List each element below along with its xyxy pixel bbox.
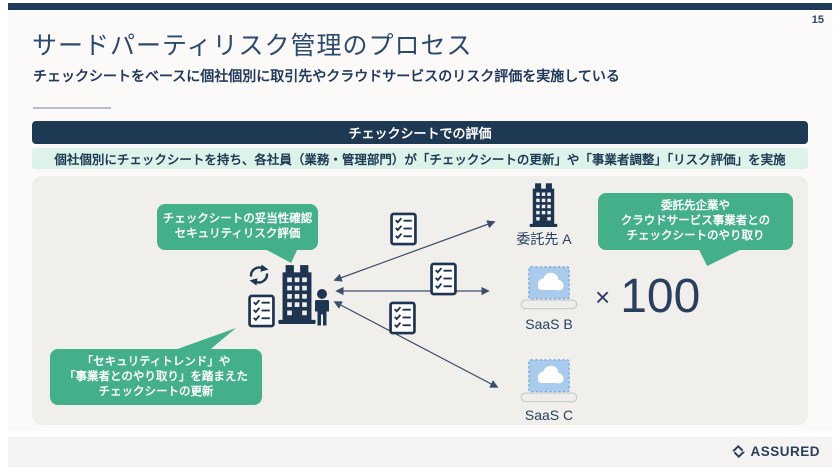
page-number: 15 bbox=[811, 14, 824, 26]
person-icon bbox=[315, 289, 329, 326]
callout-line: 委託先企業や bbox=[661, 200, 730, 212]
checksheet-icon bbox=[430, 262, 457, 296]
banner-description-label: 個社個別にチェックシートを持ち、各社員（業務・管理部門）が「チェックシートの更新… bbox=[54, 153, 786, 167]
refresh-icon bbox=[249, 264, 269, 286]
node-label-saas-c: SaaS C bbox=[524, 407, 574, 423]
callout-line: チェックシートの妥当性確認 bbox=[162, 213, 313, 225]
multiplier-value: 100 bbox=[620, 270, 701, 323]
node-label-partner-a: 委託先 A bbox=[516, 231, 572, 247]
brand-logo: ASSURED bbox=[731, 444, 820, 459]
checksheet-icon bbox=[390, 212, 417, 246]
saas-laptop-icon bbox=[520, 266, 578, 310]
title-underline bbox=[33, 107, 111, 109]
callout-line: チェックシートの更新 bbox=[98, 385, 214, 398]
page-title: サードパーティリスク管理のプロセス bbox=[32, 31, 473, 60]
footer-band bbox=[8, 437, 832, 467]
brand-name: ASSURED bbox=[750, 444, 820, 459]
checksheet-icon bbox=[248, 294, 275, 328]
checksheet-icon bbox=[389, 301, 416, 335]
callout-exchange-tail bbox=[698, 248, 744, 266]
callout-line: 「セキュリティトレンド」や bbox=[81, 355, 231, 368]
partner-building-icon bbox=[529, 183, 558, 227]
banner-evaluation-label: チェックシートでの評価 bbox=[348, 126, 492, 141]
callout-validity-tail bbox=[263, 248, 298, 263]
page-subtitle: チェックシートをベースに個社個別に取引先やクラウドサービスのリスク評価を実施して… bbox=[33, 68, 620, 84]
callout-line: セキュリティリスク評価 bbox=[174, 228, 301, 240]
callout-line: 「事業者とのやり取り」を踏まえた bbox=[64, 370, 248, 383]
callout-validity-check: チェックシートの妥当性確認 セキュリティリスク評価 bbox=[157, 204, 318, 250]
top-accent-bar bbox=[8, 3, 832, 10]
callout-exchange: 委託先企業や クラウドサービス事業者との チェックシートのやり取り bbox=[598, 193, 793, 250]
node-label-saas-b: SaaS B bbox=[525, 316, 573, 332]
banner-description: 個社個別にチェックシートを持ち、各社員（業務・管理部門）が「チェックシートの更新… bbox=[32, 148, 808, 169]
assured-logo-icon bbox=[732, 444, 746, 459]
multiplier: × 100 bbox=[595, 273, 700, 321]
callout-line: クラウドサービス事業者との bbox=[620, 215, 771, 227]
saas-laptop-icon bbox=[520, 359, 578, 403]
callout-line: チェックシートのやり取り bbox=[626, 230, 765, 242]
company-building-icon bbox=[278, 265, 316, 324]
banner-evaluation: チェックシートでの評価 bbox=[32, 121, 808, 144]
callout-update: 「セキュリティトレンド」や 「事業者とのやり取り」を踏まえた チェックシートの更… bbox=[50, 349, 262, 405]
diagram-panel: チェックシートの妥当性確認 セキュリティリスク評価 委託先企業や クラウドサービ… bbox=[32, 176, 808, 425]
callout-update-tail bbox=[172, 328, 237, 351]
multiplier-symbol: × bbox=[595, 282, 611, 312]
